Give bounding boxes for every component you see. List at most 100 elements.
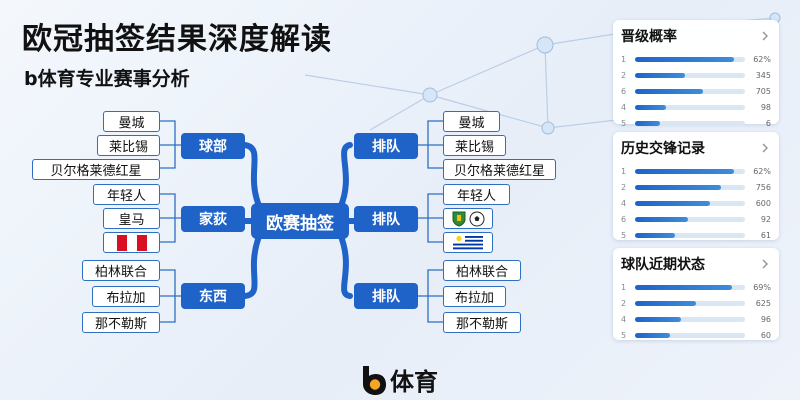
right-node-0-0: 曼城 bbox=[443, 111, 500, 132]
mindmap-center-node: 欧赛抽签 bbox=[251, 203, 349, 239]
stat-row: 1 62% bbox=[621, 51, 771, 67]
left-node-0-0: 曼城 bbox=[103, 111, 160, 132]
stat-row: 2 345 bbox=[621, 67, 771, 83]
right-node-1-2-flag bbox=[443, 232, 493, 253]
stat-bar-fill bbox=[635, 168, 734, 174]
stat-bar-track bbox=[635, 104, 745, 110]
stat-rank: 5 bbox=[621, 118, 627, 128]
left-node-2-1: 布拉加 bbox=[92, 286, 160, 307]
stat-rank: 4 bbox=[621, 102, 627, 112]
stat-bar-fill bbox=[635, 332, 671, 338]
right-category-1: 排队 bbox=[354, 206, 418, 232]
stat-bar-fill bbox=[635, 104, 666, 110]
left-category-0: 球部 bbox=[181, 133, 245, 159]
chevron-right-icon[interactable] bbox=[759, 30, 771, 42]
peru-flag-icon bbox=[116, 234, 147, 251]
stat-bar-fill bbox=[635, 120, 661, 126]
stat-value: 756 bbox=[755, 182, 771, 192]
stat-bar-track bbox=[635, 56, 745, 62]
right-node-0-2: 贝尔格莱德红星 bbox=[443, 159, 556, 180]
stat-bar-fill bbox=[635, 284, 732, 290]
panel-recent-form[interactable]: 球队近期状态 1 69% 2 625 4 96 5 60 bbox=[613, 248, 779, 340]
right-node-0-1: 莱比锡 bbox=[443, 135, 506, 156]
stat-bar-track bbox=[635, 200, 745, 206]
right-node-2-1: 布拉加 bbox=[443, 286, 506, 307]
stat-rank: 1 bbox=[621, 54, 627, 64]
stat-rank: 4 bbox=[621, 198, 627, 208]
stat-rank: 2 bbox=[621, 298, 627, 308]
stat-value: 61 bbox=[760, 230, 771, 240]
left-node-2-0: 柏林联合 bbox=[82, 260, 160, 281]
panel-bars: 1 69% 2 625 4 96 5 60 bbox=[621, 279, 771, 343]
left-node-1-0: 年轻人 bbox=[93, 184, 160, 205]
right-node-2-2: 那不勒斯 bbox=[443, 312, 521, 333]
right-node-1-1-crest bbox=[443, 208, 493, 229]
stat-rank: 6 bbox=[621, 86, 627, 96]
stat-row: 4 98 bbox=[621, 99, 771, 115]
chevron-right-icon[interactable] bbox=[759, 258, 771, 270]
logo-text: 体育 bbox=[390, 368, 438, 396]
right-node-1-0: 年轻人 bbox=[443, 184, 510, 205]
left-node-1-1: 皇马 bbox=[103, 208, 160, 229]
stat-value: 96 bbox=[760, 314, 771, 324]
stat-value: 705 bbox=[755, 86, 771, 96]
stat-value: 92 bbox=[760, 214, 771, 224]
stat-bar-track bbox=[635, 120, 745, 126]
stat-value: 625 bbox=[755, 298, 771, 308]
stat-value: 62% bbox=[753, 54, 771, 64]
soccer-ball-icon bbox=[469, 211, 484, 226]
stat-row: 1 69% bbox=[621, 279, 771, 295]
stat-rank: 5 bbox=[621, 330, 627, 340]
stat-bar-track bbox=[635, 300, 745, 306]
stat-value: 60 bbox=[760, 330, 771, 340]
page-subtitle: b体育专业赛事分析 bbox=[24, 68, 190, 90]
stat-row: 5 60 bbox=[621, 327, 771, 343]
right-node-2-0: 柏林联合 bbox=[443, 260, 521, 281]
stat-value: 6 bbox=[765, 118, 771, 128]
stat-value: 345 bbox=[755, 70, 771, 80]
stat-bar-track bbox=[635, 168, 745, 174]
panel-title: 历史交锋记录 bbox=[621, 141, 705, 157]
stat-row: 6 705 bbox=[621, 83, 771, 99]
stat-bar-fill bbox=[635, 184, 721, 190]
left-node-2-2: 那不勒斯 bbox=[82, 312, 160, 333]
right-category-2: 排队 bbox=[354, 283, 418, 309]
page-title: 欧冠抽签结果深度解读 bbox=[22, 22, 332, 57]
stat-bar-fill bbox=[635, 88, 704, 94]
stat-bar-fill bbox=[635, 232, 675, 238]
left-node-1-2-flag bbox=[103, 232, 160, 253]
stat-bar-fill bbox=[635, 72, 685, 78]
stat-bar-track bbox=[635, 216, 745, 222]
stat-bar-track bbox=[635, 332, 745, 338]
panel-title: 晋级概率 bbox=[621, 29, 677, 45]
stat-bar-fill bbox=[635, 316, 682, 322]
stat-bar-track bbox=[635, 184, 745, 190]
stat-value: 69% bbox=[753, 282, 771, 292]
stat-bar-fill bbox=[635, 56, 734, 62]
stat-bar-track bbox=[635, 284, 745, 290]
stat-bar-fill bbox=[635, 300, 696, 306]
stat-rank: 4 bbox=[621, 314, 627, 324]
left-category-1: 家荻 bbox=[181, 206, 245, 232]
stat-rank: 1 bbox=[621, 282, 627, 292]
stat-bar-fill bbox=[635, 200, 710, 206]
stat-bar-track bbox=[635, 72, 745, 78]
stat-bar-track bbox=[635, 232, 745, 238]
uruguay-flag-icon bbox=[453, 234, 483, 251]
stat-rank: 2 bbox=[621, 70, 627, 80]
stat-rank: 6 bbox=[621, 214, 627, 224]
stat-value: 98 bbox=[760, 102, 771, 112]
chevron-right-icon[interactable] bbox=[759, 142, 771, 154]
panel-title: 球队近期状态 bbox=[621, 257, 705, 273]
left-category-2: 东西 bbox=[181, 283, 245, 309]
